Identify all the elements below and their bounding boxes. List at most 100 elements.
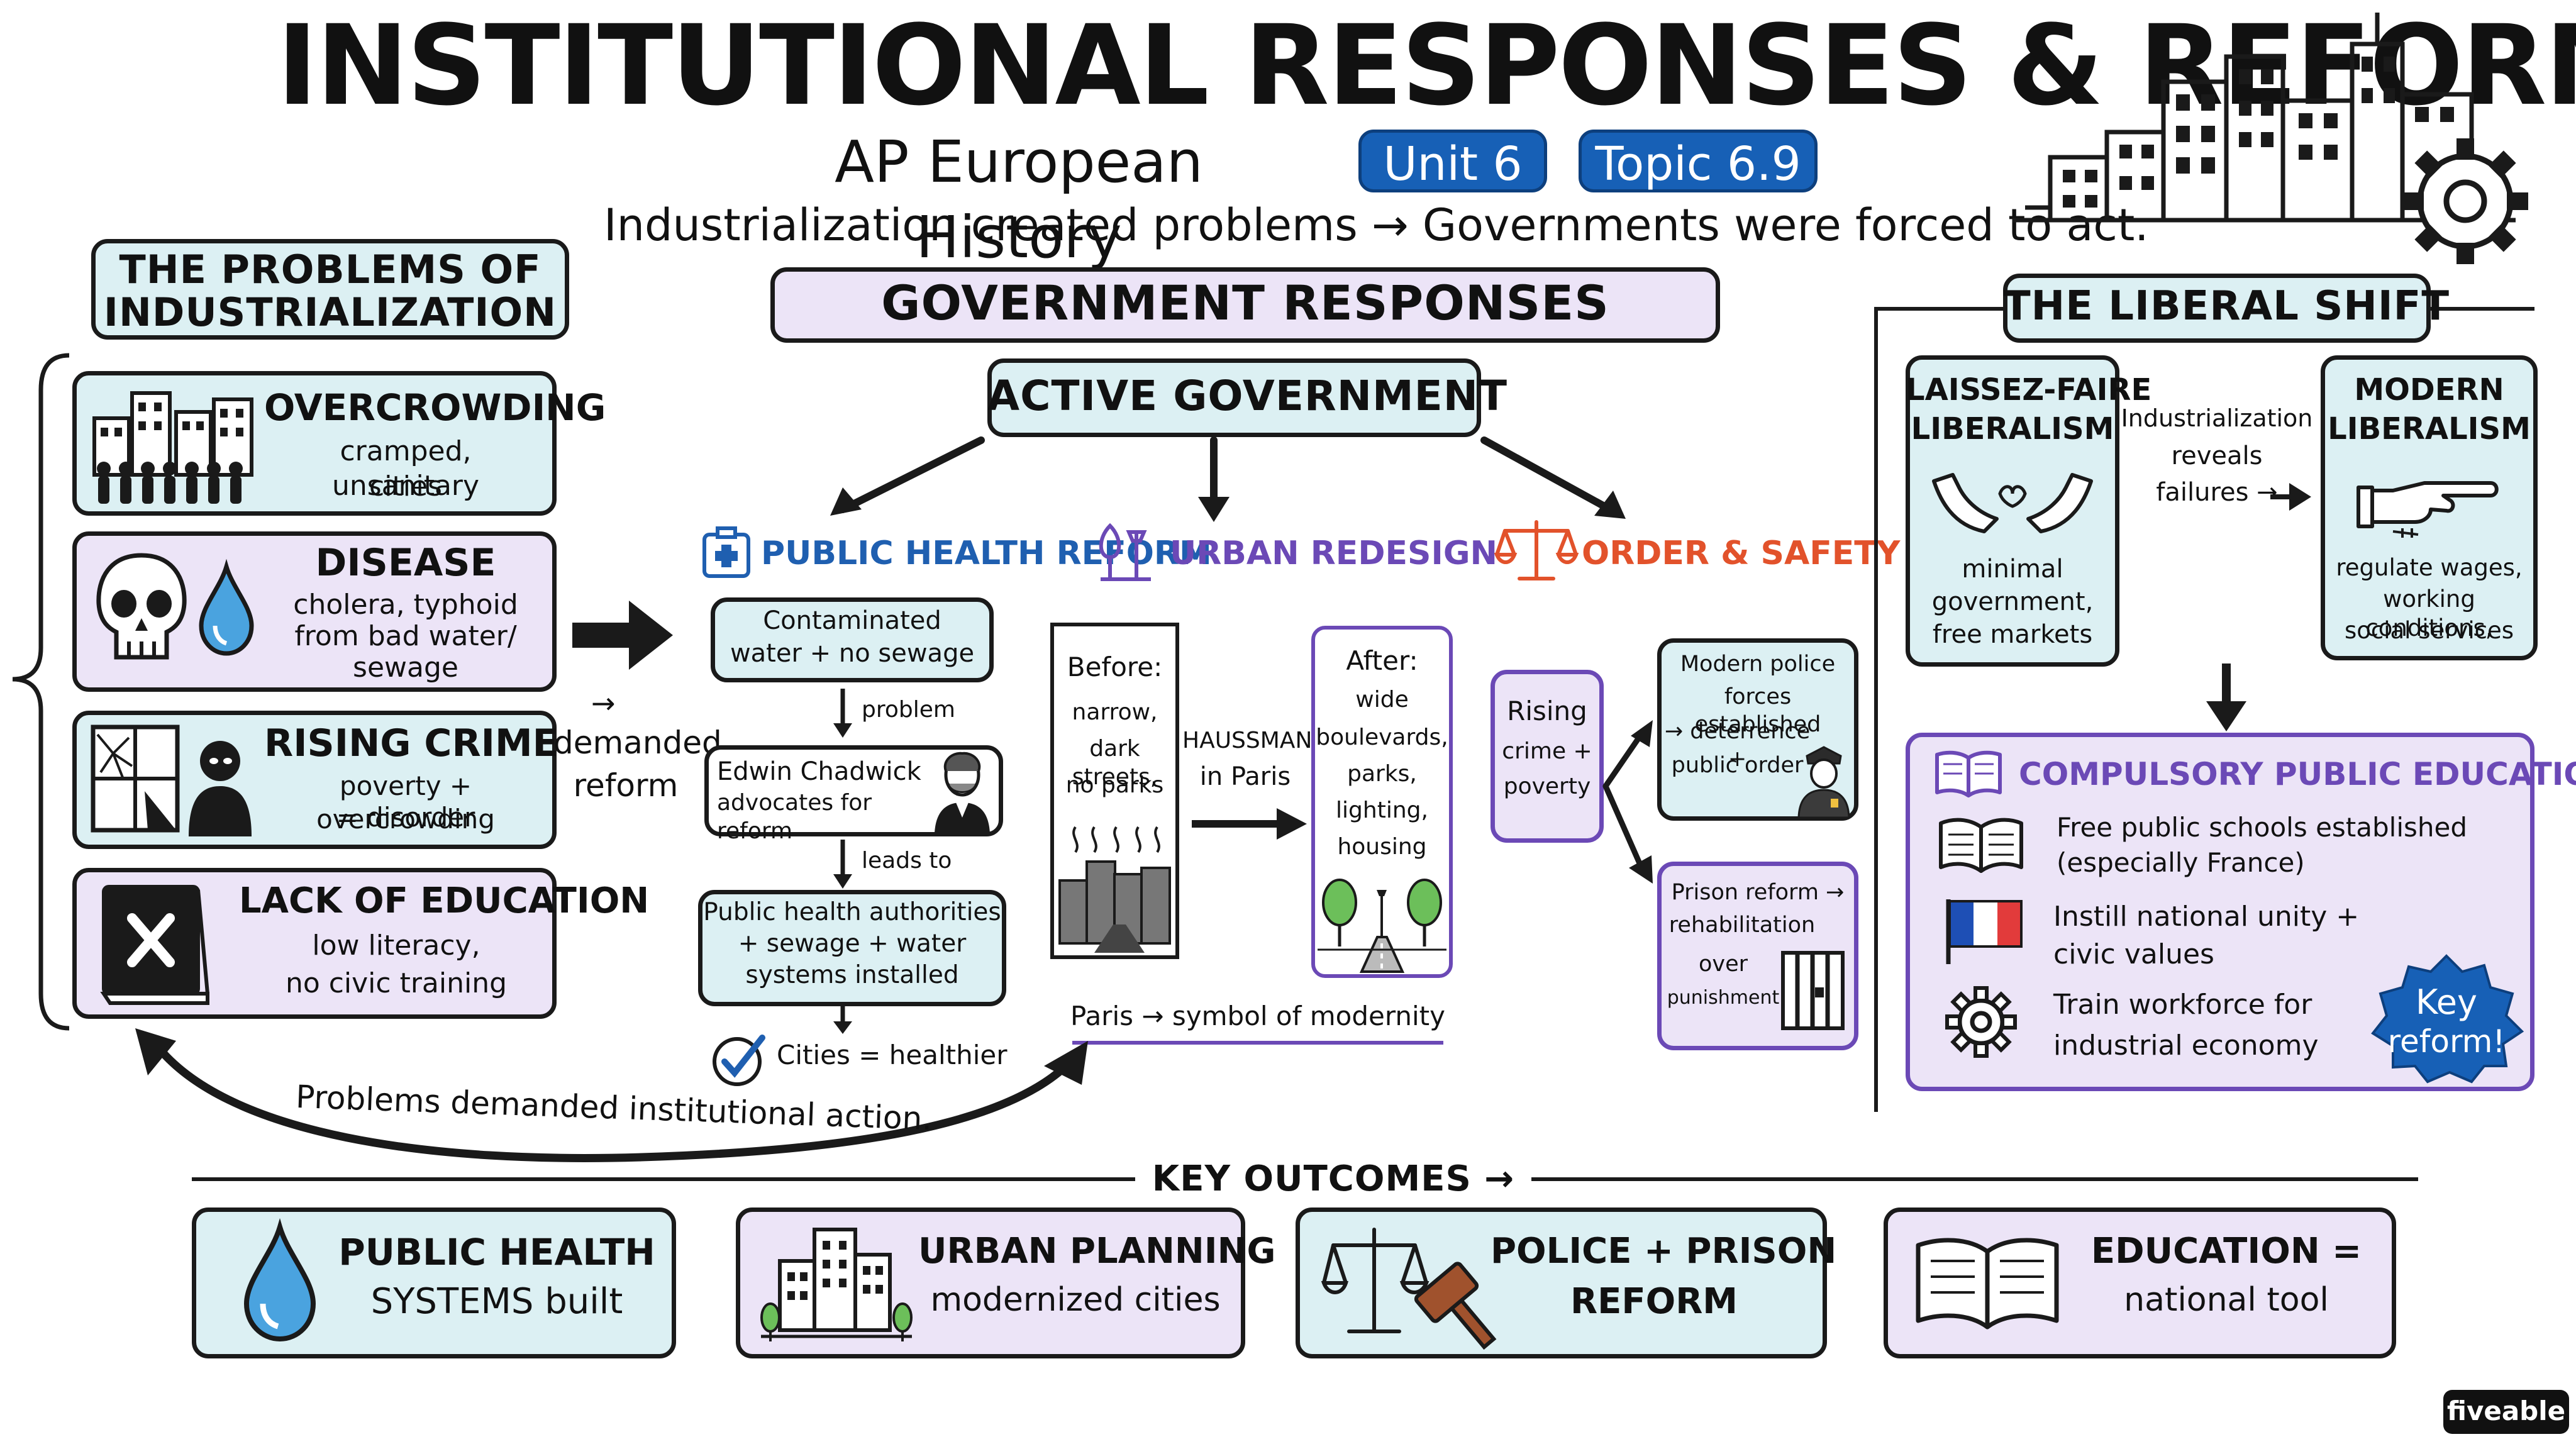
problem-desc-overcrowding-1: cramped, unsanitary	[331, 435, 480, 502]
public-health-step-2-line1: Edwin Chadwick	[717, 757, 921, 786]
laissez-faire-box	[1906, 355, 2119, 667]
urban-before-line3: no parks	[1065, 772, 1164, 798]
public-health-step-3-line1: Public health authorities	[703, 898, 1001, 926]
liberal-shift-arrow	[2270, 483, 2311, 511]
big-right-arrow	[572, 601, 673, 670]
urban-caption: Paris → symbol of modernity	[1070, 1001, 1445, 1031]
education-item-1-line2: (especially France)	[2057, 847, 2305, 878]
urban-heading: URBAN REDESIGN	[1170, 535, 1498, 572]
public-health-step-3-line3: systems installed	[745, 961, 959, 989]
government-heading-box	[770, 267, 1720, 343]
problem-desc-disease-2: from bad water/	[294, 620, 517, 652]
order-police-line4: public order	[1671, 753, 1804, 778]
public-health-step-3-line2: + sewage + water	[738, 930, 967, 958]
modern-liberalism-desc-1: regulate wages,	[2336, 554, 2523, 581]
liberal-top-rule-left	[1874, 307, 2006, 311]
urban-middle-line1: HAUSSMANN	[1182, 728, 1330, 753]
public-health-step-1	[711, 597, 994, 682]
reform-label: reform	[573, 767, 679, 804]
skyline-gear-icon	[2012, 13, 2528, 264]
workforce-gear-icon	[1945, 986, 2017, 1058]
order-split-arrows	[1602, 720, 1653, 884]
urban-right-arrow	[1192, 808, 1307, 840]
problem-title-crime: RISING CRIME	[264, 721, 558, 765]
page-title: INSTITUTIONAL RESPONSES & REFORM	[277, 1, 2576, 130]
education-item-2-line1: Instill national unity +	[2053, 901, 2360, 933]
fiveable-logo	[2443, 1390, 2569, 1434]
chadwick-portrait-icon	[935, 752, 990, 833]
government-heading: GOVERNMENT RESPONSES	[881, 275, 1609, 331]
urban-before-line2: dark streets,	[1072, 736, 1158, 790]
dark-streets-icon	[1058, 826, 1171, 953]
liberal-top-rule-right	[2428, 307, 2534, 311]
outcomes-heading: KEY OUTCOMES →	[1152, 1158, 1515, 1199]
fiveable-logo-text: fiveable	[2446, 1396, 2566, 1426]
public-health-arrow-2-label: leads to	[862, 848, 952, 874]
active-government-box	[987, 358, 1481, 437]
key-reform-badge	[2371, 954, 2524, 1084]
problems-heading-line2: INDUSTRIALIZATION	[103, 289, 557, 335]
key-reform-badge-line2: reform!	[2387, 1023, 2506, 1060]
liberal-middle-line1: Industrialization	[2121, 404, 2313, 432]
outcome-police-prison-line1: POLICE + PRISON	[1491, 1231, 1837, 1272]
open-book-icon	[1939, 818, 2023, 873]
order-cause-line1: Rising	[1507, 696, 1587, 726]
order-prison-line2: rehabilitation	[1668, 913, 1816, 938]
order-police-line2: forces established	[1694, 684, 1821, 737]
unit-badge: Unit 6	[1358, 130, 1547, 192]
order-prison-line3: over	[1698, 952, 1748, 977]
public-health-result: Cities = healthier	[777, 1040, 1008, 1070]
urban-after-line2: boulevards,	[1316, 724, 1448, 750]
liberal-middle-line2: reveals	[2171, 441, 2263, 470]
education-item-2-line2: civic values	[2053, 938, 2214, 970]
urban-after-line3: parks,	[1347, 761, 1417, 787]
problem-desc-overcrowding-2: cities	[369, 470, 442, 502]
problem-title-overcrowding: OVERCROWDING	[264, 386, 606, 429]
outcome-urban-planning-line1: URBAN PLANNING	[918, 1231, 1276, 1272]
laissez-faire-title-1: LAISSEZ-FAIRE	[1906, 372, 2152, 408]
government-branch-arrows	[830, 436, 1626, 522]
order-police-line1: Modern police	[1680, 652, 1836, 677]
demanded-label: demanded	[553, 724, 722, 761]
problem-desc-disease-3: sewage	[353, 652, 458, 684]
check-circle-icon	[713, 1035, 765, 1086]
crowded-city-icon	[92, 391, 253, 504]
modern-liberalism-desc-3: social services	[2344, 617, 2514, 644]
public-health-heading: PUBLIC HEALTH REFORM	[761, 535, 1212, 572]
modern-liberalism-title-1: MODERN	[2354, 372, 2504, 408]
topic-badge: Topic 6.9	[1579, 130, 1818, 192]
lamp-tree-icon	[1099, 523, 1151, 581]
down-arrow-2	[833, 840, 852, 889]
liberal-down-arrow	[2206, 663, 2246, 731]
down-arrow-3	[833, 1006, 852, 1034]
key-reform-badge-line1: Key	[2416, 982, 2477, 1022]
shadow-figure-icon	[189, 741, 252, 836]
order-cause-line3: poverty	[1503, 774, 1591, 799]
open-hands-icon	[1932, 473, 2093, 533]
education-book-icon	[1935, 750, 2002, 797]
public-health-step-1-line1: Contaminated	[763, 606, 941, 635]
education-heading: COMPULSORY PUBLIC EDUCATION	[2019, 756, 2576, 792]
order-heading: ORDER & SAFETY	[1582, 535, 1901, 572]
modern-liberalism-title-2: LIBERALISM	[2328, 411, 2531, 447]
skull-icon	[96, 553, 187, 660]
book-x-icon	[100, 885, 209, 1005]
scales-of-justice-icon	[1494, 520, 1579, 580]
order-cause-line2: crime +	[1502, 738, 1592, 764]
liberal-side-rule	[1874, 307, 1878, 1112]
liberal-middle-line3: failures →	[2156, 478, 2278, 507]
water-drop-icon	[199, 558, 254, 656]
active-government-label: ACTIVE GOVERNMENT	[987, 372, 1507, 420]
problems-heading-line1: THE PROBLEMS OF	[119, 247, 541, 292]
modern-liberalism-desc-2: working conditions,	[2365, 586, 2493, 642]
medical-cross-icon	[702, 526, 750, 578]
outcome-education-line1: EDUCATION =	[2090, 1231, 2362, 1272]
public-health-step-2-line2: advocates for reform	[717, 790, 872, 844]
problems-heading-box	[91, 239, 569, 340]
down-arrow-1	[833, 689, 852, 738]
urban-caption-underline	[1072, 1041, 1443, 1045]
urban-before-title: Before:	[1067, 652, 1163, 682]
outcome-public-health-line1: PUBLIC HEALTH	[338, 1231, 655, 1274]
order-prison-box	[1657, 862, 1858, 1050]
education-item-1-line1: Free public schools established	[2057, 812, 2468, 843]
